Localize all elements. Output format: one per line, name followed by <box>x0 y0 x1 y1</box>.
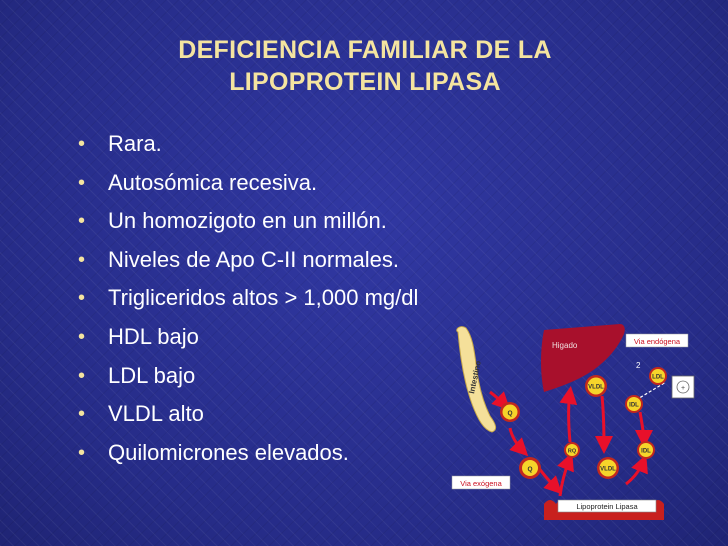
title-line-1: DEFICIENCIA FAMILIAR DE LA <box>178 36 552 64</box>
arrow-idl-down <box>634 411 653 448</box>
bullet-marker: • <box>78 171 86 194</box>
bullet-item: • LDL bajo <box>78 359 418 398</box>
q-upper-label: Q <box>507 410 512 417</box>
bullet-marker: • <box>78 403 86 426</box>
arrow-lipase-to-rq <box>557 452 574 497</box>
lipoprotein-lipasa-label: Lipoprotein Lipasa <box>576 502 638 511</box>
particle-rq: RQ <box>564 442 580 458</box>
lipoprotein-lipasa-box <box>557 499 657 513</box>
step-number-label: 2 <box>636 361 641 370</box>
slide-title: DEFICIENCIA FAMILIAR DE LA LIPOPROTEIN L… <box>100 34 630 98</box>
receptor-icon <box>676 380 690 394</box>
via-endogena-label: Via endógena <box>634 337 681 346</box>
liver-label: Higado <box>552 341 578 350</box>
bullet-marker: • <box>78 287 86 310</box>
bullet-text: VLDL alto <box>108 401 204 427</box>
bullet-text: Un homozigoto en un millón. <box>108 208 387 234</box>
receptor-plus-icon: + <box>681 385 685 392</box>
idl-lower-label: IDL <box>641 449 651 455</box>
arrow-q-down <box>508 427 529 457</box>
vldl-lower-label: VLDL <box>600 467 616 473</box>
lipoprotein-metabolism-diagram: Intestino Higado Via endógena 2 + Lipopr… <box>451 324 695 520</box>
via-exogena-label: Via exógena <box>460 479 502 488</box>
idl-upper-label: IDL <box>629 403 639 409</box>
bullet-item: • Rara. <box>78 127 418 166</box>
bullet-item: • Trigliceridos altos > 1,000 mg/dl <box>78 281 418 320</box>
bullet-text: Quilomicrones elevados. <box>108 439 349 465</box>
arrow-vldl-down <box>594 395 613 454</box>
particle-vldl-upper: VLDL <box>585 375 607 397</box>
bullet-item: • VLDL alto <box>78 397 418 436</box>
ldl-label: LDL <box>652 375 664 381</box>
rq-label: RQ <box>568 449 577 455</box>
via-endogena-badge <box>625 333 689 348</box>
bullet-item: • Niveles de Apo C-II normales. <box>78 243 418 282</box>
bullet-item: • Quilomicrones elevados. <box>78 436 418 475</box>
bullet-marker: • <box>78 248 86 271</box>
q-lower-label: Q <box>527 466 532 473</box>
bullet-marker: • <box>78 210 86 233</box>
bullet-text: Niveles de Apo C-II normales. <box>108 246 400 272</box>
via-exogena-badge <box>451 475 511 490</box>
particle-q-lower: Q <box>519 457 541 479</box>
particle-q-upper: Q <box>500 402 520 422</box>
bullet-marker: • <box>78 325 86 348</box>
bullet-marker: • <box>78 133 86 155</box>
title-line-2: LIPOPROTEIN LIPASA <box>229 68 501 96</box>
arrow-idl-dashed <box>635 381 667 401</box>
particle-idl-lower: IDL <box>637 441 655 459</box>
bullet-text: Autosómica recesiva. <box>108 169 318 195</box>
bullet-list: • Rara. • Autosómica recesiva. • Un homozig… <box>78 127 418 474</box>
bullet-text: Trigliceridos altos > 1,000 mg/dl <box>108 285 419 311</box>
bullet-text: LDL bajo <box>108 362 196 388</box>
bullet-item: • Un homozigoto en un millón. <box>78 204 418 243</box>
arrow-vldl-to-idl <box>625 454 648 486</box>
bullet-item: • HDL bajo <box>78 320 418 359</box>
particle-idl-upper: IDL <box>625 395 643 413</box>
bullet-marker: • <box>78 364 86 387</box>
arrow-intestine-to-q <box>489 390 511 411</box>
arrow-rq-up <box>559 386 578 443</box>
intestine-shape <box>456 326 497 433</box>
liver-shape <box>541 324 625 392</box>
particle-vldl-lower: VLDL <box>597 457 619 479</box>
bullet-text: HDL bajo <box>108 323 199 349</box>
bullet-item: • Autosómica recesiva. <box>78 166 418 205</box>
particle-ldl: LDL <box>649 367 667 385</box>
bullet-marker: • <box>78 441 86 464</box>
bullet-text: Rara. <box>108 131 162 156</box>
vldl-upper-label: VLDL <box>588 385 604 391</box>
